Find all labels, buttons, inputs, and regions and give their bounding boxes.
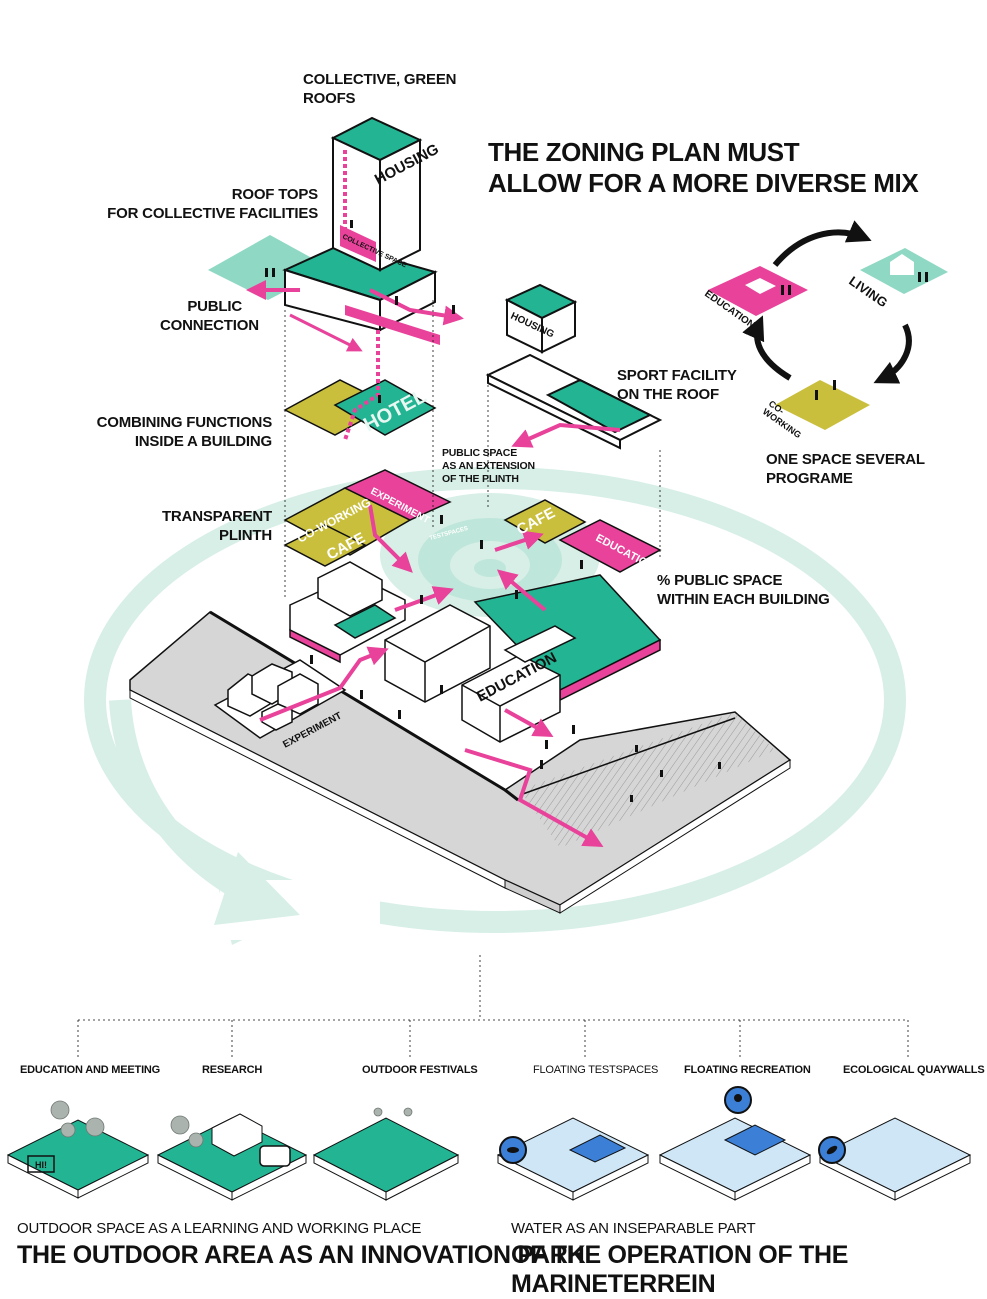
central-block: [384, 604, 491, 703]
people-markers: [265, 220, 928, 802]
tile-research: [156, 1113, 308, 1201]
annot-line: FOR COLLECTIVE FACILITIES: [107, 205, 318, 222]
title-line-1: THE ZONING PLAN MUST: [488, 137, 800, 167]
circulation-ring: [84, 467, 906, 945]
theme-label-3: OUTDOOR FESTIVALS: [362, 1064, 478, 1076]
tile-trees: [50, 1100, 413, 1148]
annot-line: PLINTH: [219, 527, 272, 544]
plinth-level: [283, 469, 662, 573]
annot-line: ONE SPACE SEVERAL: [766, 451, 925, 468]
annot-line: WITHIN EACH BUILDING: [657, 591, 830, 608]
annot-line: SPORT FACILITY: [617, 367, 737, 384]
annot-transparent-plinth: TRANSPARENT PLINTH: [150, 507, 272, 545]
annot-line: OF THE PLINTH: [442, 473, 519, 485]
guide-lines: [77, 300, 909, 1060]
tile-ecological-quaywalls: [818, 1117, 972, 1201]
page-title: THE ZONING PLAN MUST ALLOW FOR A MORE DI…: [488, 137, 919, 199]
small-housing: [485, 283, 663, 450]
annot-line: ROOFS: [303, 90, 356, 107]
quay-hatch: [520, 712, 775, 848]
annot-percent-public-space: % PUBLIC SPACE WITHIN EACH BUILDING: [657, 571, 830, 609]
caption-left-big: THE OUTDOOR AREA AS AN INNOVATION PARK: [17, 1241, 586, 1269]
theme-label-2: RESEARCH: [202, 1064, 263, 1076]
annot-line: COLLECTIVE, GREEN: [303, 71, 457, 88]
tile-floating-recreation: [658, 1117, 812, 1201]
tile-education-meeting: [6, 1119, 150, 1199]
program-cycle: [708, 220, 948, 430]
annot-sport-facility: SPORT FACILITY ON THE ROOF: [617, 366, 737, 404]
annot-line: ON THE ROOF: [617, 386, 719, 403]
annot-line: % PUBLIC SPACE: [657, 572, 783, 589]
title-line-2: ALLOW FOR A MORE DIVERSE MIX: [488, 168, 919, 198]
annot-line: PUBLIC: [187, 298, 242, 315]
experiment-cubes: [213, 659, 347, 739]
annot-combining-functions: COMBINING FUNCTIONS INSIDE A BUILDING: [90, 413, 273, 451]
annot-line: INSIDE A BUILDING: [134, 433, 272, 450]
pink-paths: [246, 150, 621, 847]
annot-line: PROGRAME: [766, 470, 853, 487]
caption-left-small: OUTDOOR SPACE AS A LEARNING AND WORKING …: [17, 1220, 422, 1237]
coworking-tile: [775, 380, 870, 430]
annot-line: CONNECTION: [160, 317, 259, 334]
annot-public-connection: PUBLIC CONNECTION: [160, 297, 259, 335]
tile-floating-testspaces: [496, 1117, 650, 1201]
caption-right-big: OF THE OPERATION OF THE MARINETERREIN: [511, 1241, 849, 1298]
annot-line: AS AN EXTENSION: [442, 460, 535, 472]
annot-collective-green-roofs: COLLECTIVE, GREEN ROOFS: [303, 70, 456, 108]
theme-label-5: FLOATING RECREATION: [684, 1064, 811, 1076]
upper-level: [283, 379, 437, 436]
water-icons: [499, 1086, 846, 1164]
annot-roof-tops: ROOF TOPS FOR COLLECTIVE FACILITIES: [100, 185, 318, 223]
theme-label-6: ECOLOGICAL QUAYWALLS: [843, 1064, 985, 1076]
caption-right-small: WATER AS AN INSEPARABLE PART: [511, 1220, 756, 1237]
annot-line: COMBINING FUNCTIONS: [96, 414, 273, 431]
tile-outdoor-festivals: [312, 1117, 460, 1201]
education-block: [461, 574, 662, 743]
annot-line: TRANSPARENT: [161, 508, 272, 525]
theme-label-4: FLOATING TESTSPACES: [533, 1064, 659, 1076]
food-hub-building: [289, 561, 406, 664]
tile-hi-bubble: HI!: [35, 1160, 47, 1170]
theme-tiles: [6, 1113, 972, 1201]
annot-line: PUBLIC SPACE: [442, 447, 517, 459]
annot-line: ROOF TOPS: [231, 186, 318, 203]
annot-public-space-extension: PUBLIC SPACE AS AN EXTENSION OF THE PLIN…: [442, 447, 535, 486]
cycle-caption: ONE SPACE SEVERAL PROGRAME: [766, 450, 925, 488]
theme-label-1: EDUCATION AND MEETING: [20, 1064, 161, 1076]
